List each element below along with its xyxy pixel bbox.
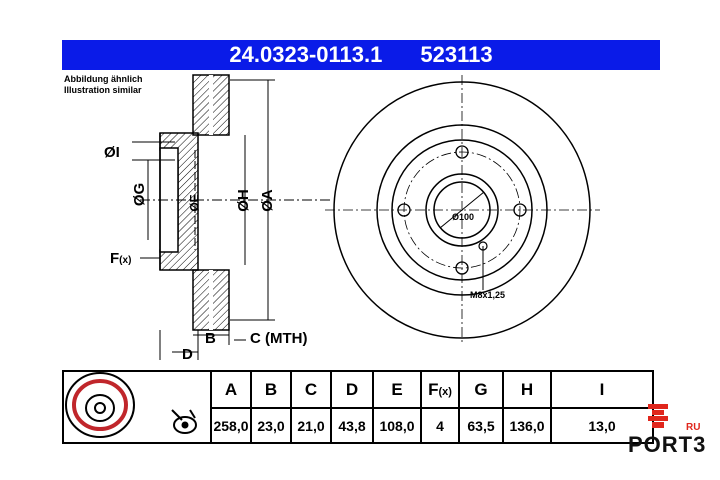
label-dia-a: ØA	[258, 189, 276, 212]
label-thread: M8x1,25	[470, 290, 506, 300]
header-c: C	[290, 369, 332, 410]
part-number: 24.0323-0113.1	[229, 42, 383, 67]
header-g: G	[458, 369, 504, 410]
value-a: 258,0	[210, 407, 252, 444]
header-h: H	[502, 369, 552, 410]
value-i: 13,0	[550, 407, 654, 444]
bolt-hole-top	[455, 145, 469, 159]
value-e: 108,0	[372, 407, 422, 444]
brand-name: PORT3	[628, 432, 707, 457]
side-view	[132, 74, 330, 360]
header-a: A	[210, 369, 252, 410]
value-d: 43,8	[330, 407, 374, 444]
label-bolt-circle: Ø100	[452, 212, 475, 222]
caption-de: Abbildung ähnlich	[64, 74, 143, 84]
header-b: B	[250, 369, 292, 410]
value-c: 21,0	[290, 407, 332, 444]
brand-suffix: RU	[686, 422, 701, 433]
header-bar: 24.0323-0113.1 523113	[62, 40, 660, 70]
label-dia-i: ØI	[104, 144, 120, 161]
header-e: E	[372, 369, 422, 410]
spec-table: A B C D E F(x) G H I 258,0 23,0 21,0 43,…	[62, 369, 654, 444]
header-f: F(x)	[420, 369, 460, 410]
label-f-x: F(x)	[110, 250, 132, 267]
label-dia-g: ØG	[131, 182, 149, 207]
label-b: B	[205, 330, 216, 347]
label-dia-e: ØE	[187, 194, 202, 212]
brand-logo-icon	[648, 404, 668, 428]
header-d: D	[330, 369, 374, 410]
caption-en: Illustration similar	[64, 85, 142, 95]
label-dia-h: ØH	[234, 189, 252, 212]
table-header-row: A B C D E F(x) G H I	[62, 369, 654, 444]
thumbnail-cell	[62, 370, 212, 444]
front-view	[325, 75, 600, 345]
value-f: 4	[420, 407, 460, 444]
value-b: 23,0	[250, 407, 292, 444]
short-number: 523113	[420, 42, 493, 67]
illustration-caption: Abbildung ähnlich Illustration similar	[64, 74, 143, 96]
header-i: I	[550, 369, 654, 410]
label-c-mth: C (MTH)	[250, 330, 308, 347]
value-g: 63,5	[458, 407, 504, 444]
table-value-row: 258,0 23,0 21,0 43,8 108,0 4 63,5 136,0 …	[63, 407, 654, 444]
value-h: 136,0	[502, 407, 552, 444]
label-d: D	[182, 346, 193, 363]
